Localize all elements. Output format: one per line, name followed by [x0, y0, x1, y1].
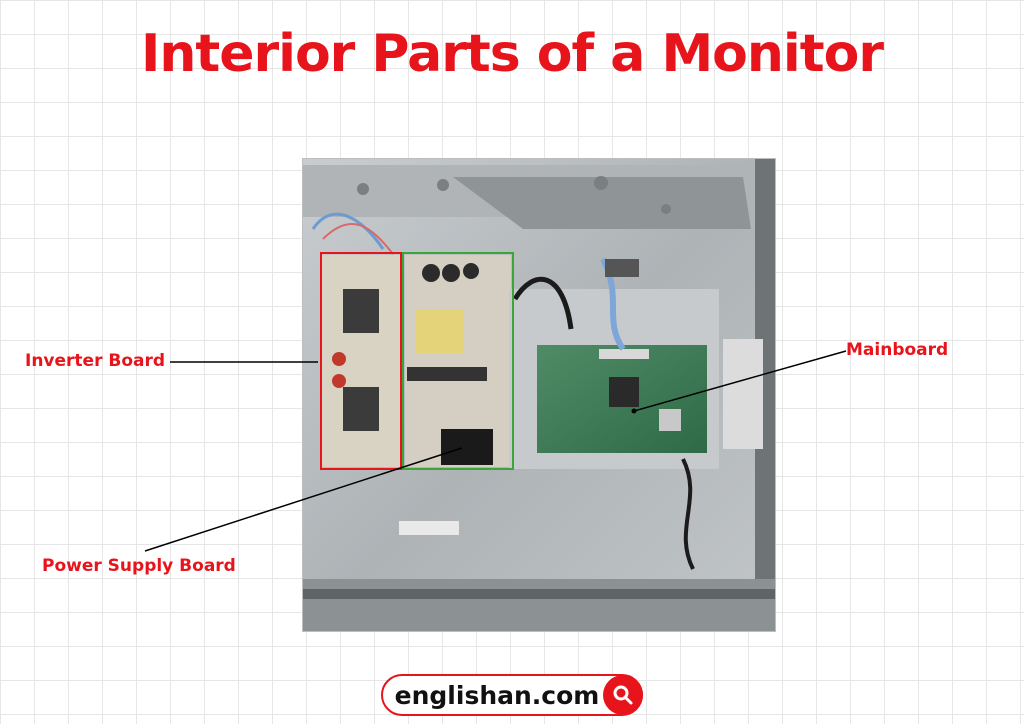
brand-text: englishan.com	[394, 680, 600, 710]
wire	[311, 212, 385, 250]
power-connector	[441, 429, 493, 465]
page-title: Interior Parts of a Monitor	[141, 24, 884, 84]
top-bracket	[453, 177, 751, 229]
capacitor	[422, 264, 440, 282]
brand-badge[interactable]: englishan.com	[381, 674, 643, 716]
coil	[332, 352, 346, 366]
screw	[594, 176, 608, 190]
capacitor	[463, 263, 479, 279]
black-cable	[681, 458, 695, 570]
psu-transformer	[415, 309, 463, 353]
transformer	[343, 387, 379, 431]
bottom-frame	[303, 579, 775, 631]
wire	[322, 222, 394, 255]
transformer	[343, 289, 379, 333]
connector	[599, 349, 649, 359]
black-cable	[512, 276, 574, 330]
chip	[659, 409, 681, 431]
bottom-strip	[303, 589, 775, 599]
label-inverter-board: Inverter Board	[25, 351, 166, 371]
main-chip	[609, 377, 639, 407]
capacitor	[442, 264, 460, 282]
label-power-supply-board: Power Supply Board	[42, 556, 236, 576]
search-icon[interactable]	[603, 675, 643, 715]
screw	[661, 204, 671, 214]
screw	[357, 183, 369, 195]
sticker	[399, 521, 459, 535]
side-panel	[723, 339, 763, 449]
cable-clip	[605, 259, 639, 277]
coil	[332, 374, 346, 388]
monitor-interior-photo	[302, 158, 776, 632]
heatsink	[407, 367, 487, 381]
monitor-interior-illustration	[303, 159, 775, 631]
screw	[437, 179, 449, 191]
label-mainboard: Mainboard	[846, 340, 949, 360]
